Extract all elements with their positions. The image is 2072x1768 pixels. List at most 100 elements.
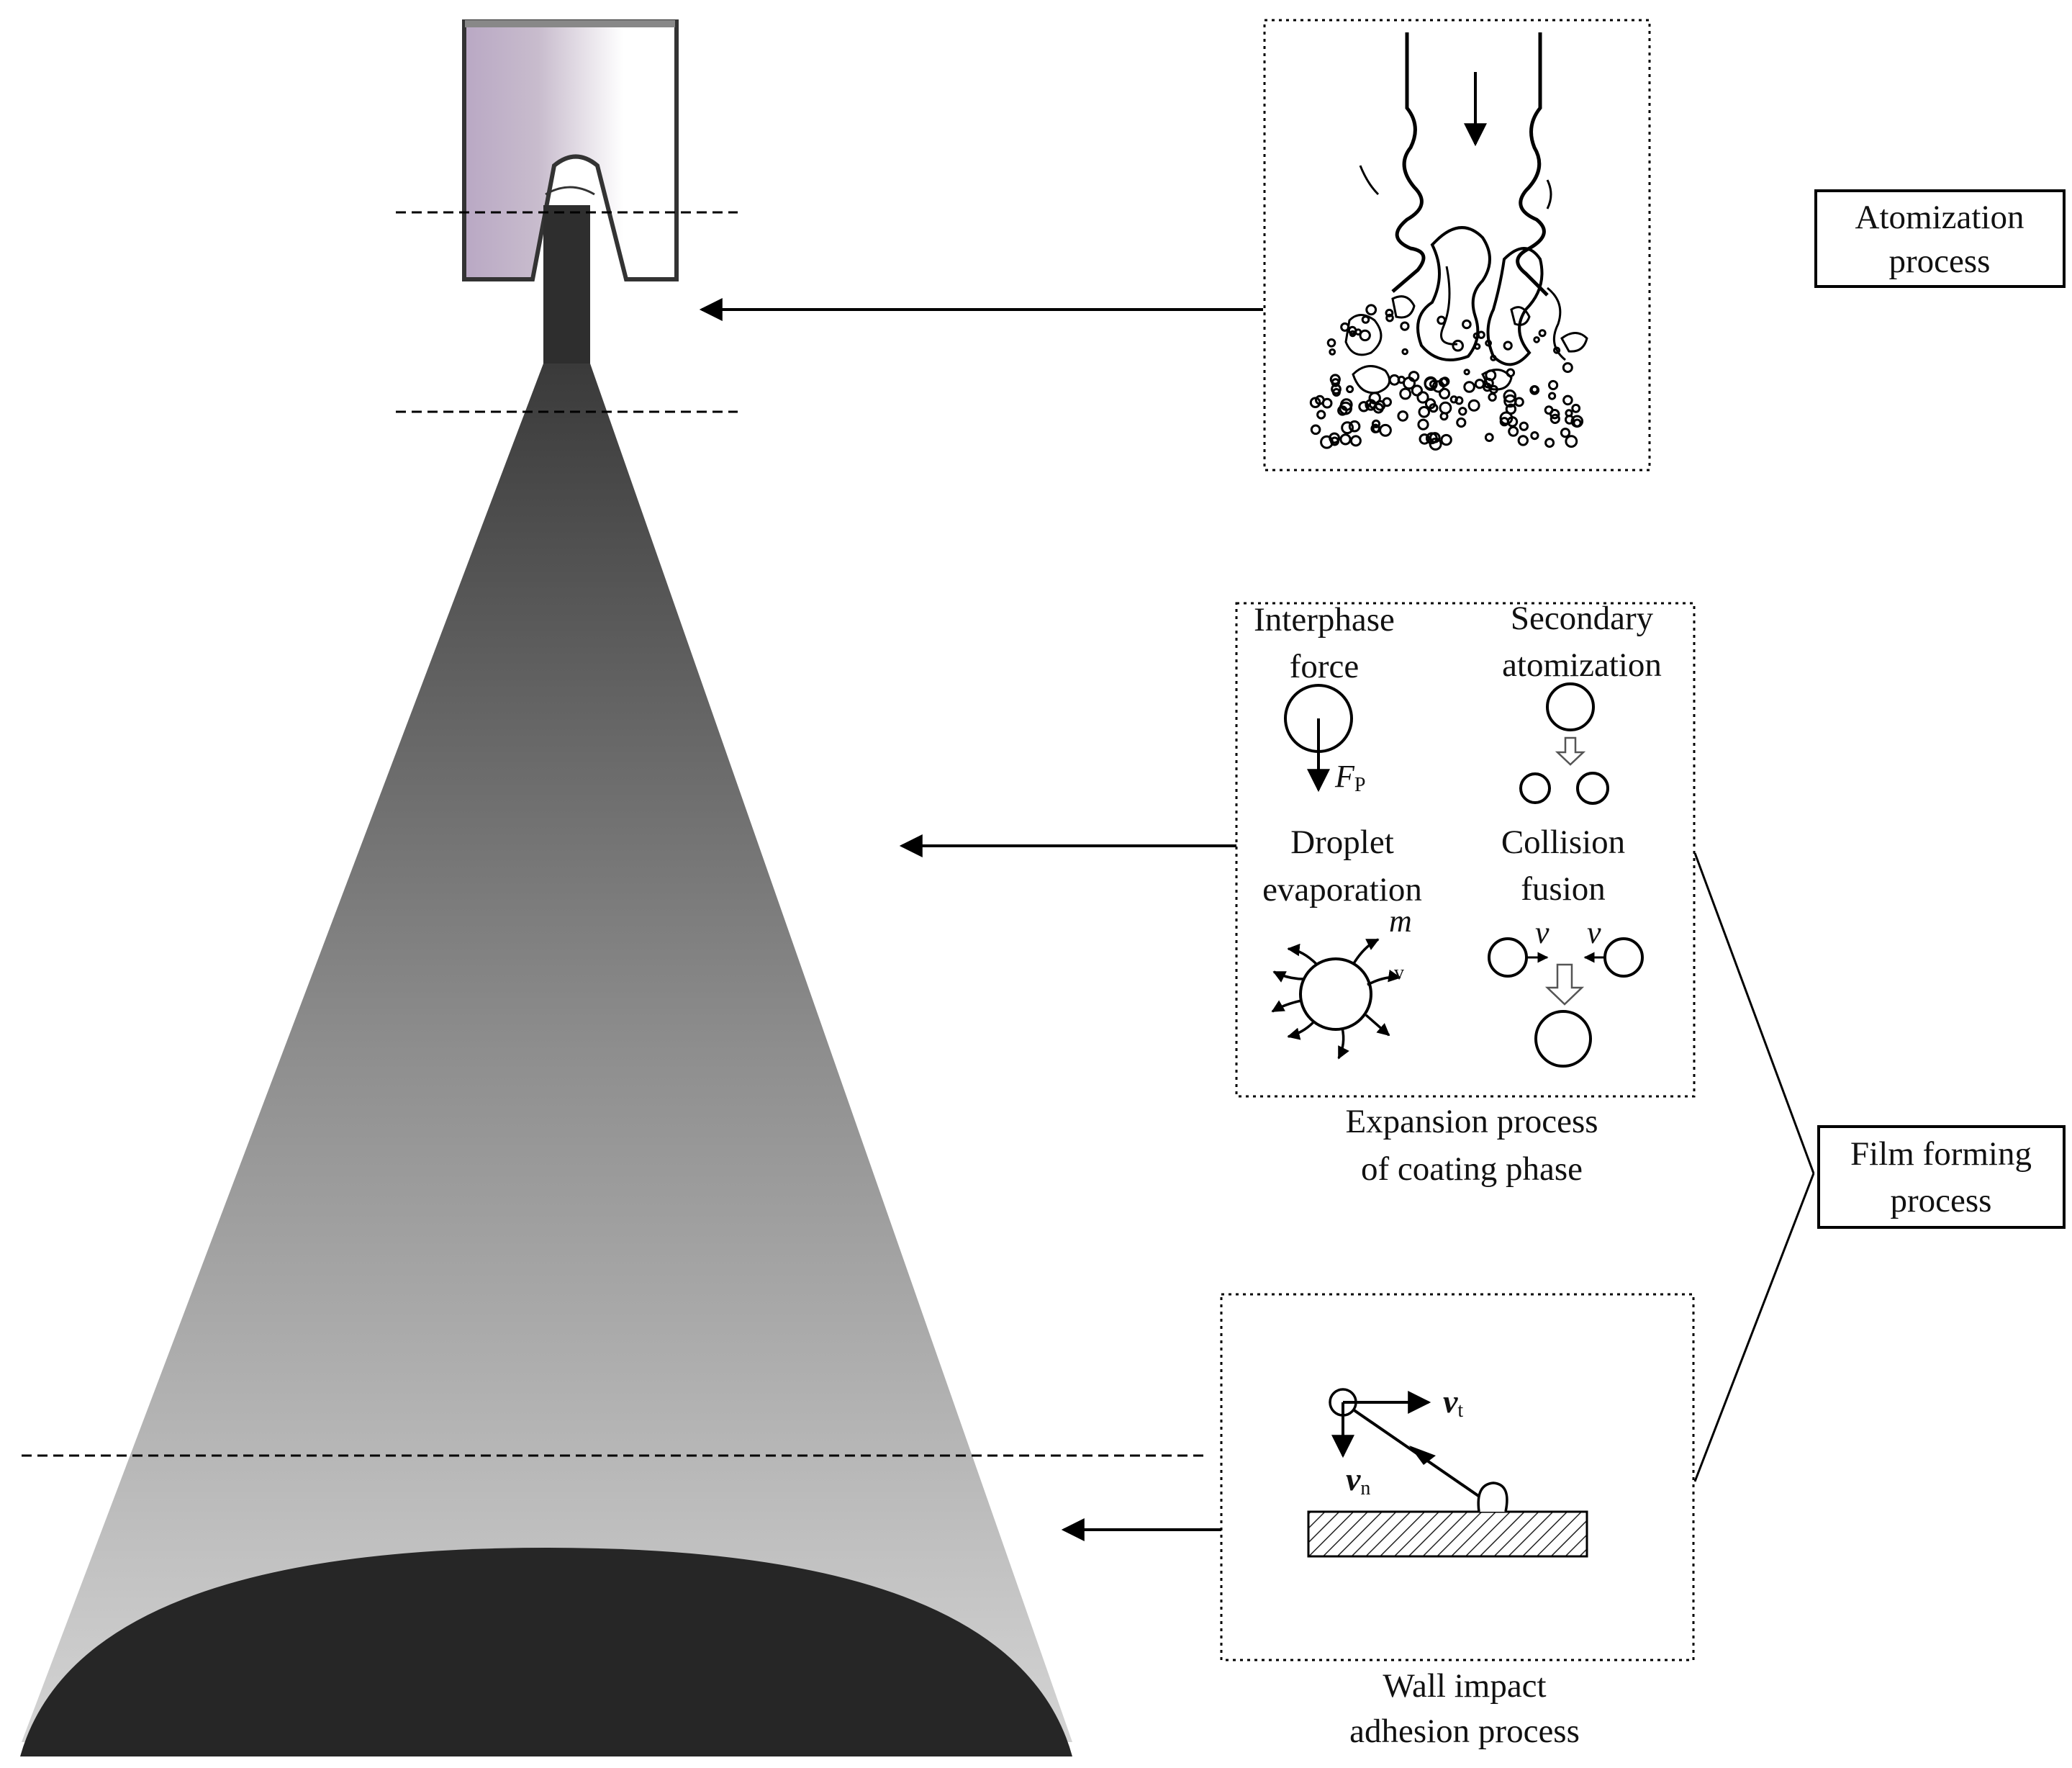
spray-droplet: [1508, 425, 1519, 437]
spray-droplet: [1400, 321, 1410, 331]
wall-impact-label-line2: adhesion process: [1349, 1713, 1580, 1750]
spray-droplet: [1484, 433, 1494, 442]
atomization-panel: [1263, 19, 1651, 472]
spray-droplet: [1330, 436, 1339, 446]
spray-droplet: [1408, 371, 1420, 382]
spray-droplet: [1321, 397, 1333, 409]
spray-droplet: [1488, 392, 1497, 402]
spray-droplet: [1538, 329, 1547, 338]
wall-impact-panel: vt vn Wall impact adhesion process: [1220, 1293, 1695, 1750]
spray-droplet: [1425, 432, 1438, 445]
spray-droplet: [1331, 388, 1341, 397]
interphase-label-line1: Interphase: [1254, 601, 1395, 639]
spray-droplet: [1331, 378, 1340, 387]
collision-velocity-left: v: [1535, 915, 1550, 950]
spray-droplet: [1490, 354, 1497, 361]
spray-droplet: [1369, 400, 1377, 409]
spray-droplet: [1397, 375, 1406, 384]
interphase-label-line2: force: [1290, 648, 1360, 685]
spray-droplet: [1449, 395, 1458, 404]
spray-droplet: [1370, 423, 1380, 433]
spray-droplet: [1550, 409, 1560, 420]
spray-cone: [22, 364, 1072, 1742]
spray-droplet: [1331, 384, 1342, 394]
spray-droplet: [1397, 410, 1408, 422]
evaporation-arrows: [1271, 938, 1401, 1060]
spray-nozzle: [462, 19, 679, 364]
secondary-label-line2: atomization: [1502, 646, 1662, 684]
mass-symbol: m: [1389, 903, 1412, 939]
spray-droplet: [1544, 438, 1555, 448]
spray-droplet: [1506, 368, 1516, 378]
spray-droplet: [1519, 421, 1529, 431]
spray-droplet: [1354, 328, 1362, 336]
spray-droplet: [1326, 338, 1336, 348]
spray-droplet: [1548, 392, 1557, 400]
spray-droplet: [1310, 424, 1321, 436]
vn-symbol: vn: [1346, 1461, 1370, 1499]
expansion-panel: Interphase force FP Secondary atomizatio…: [1235, 600, 1696, 1188]
spray-droplet: [1341, 421, 1354, 435]
force-symbol: FP: [1334, 759, 1365, 796]
spray-droplet: [1439, 401, 1452, 415]
trajectory-arrowhead: [1409, 1445, 1436, 1465]
spray-droplet: [1329, 374, 1341, 385]
spray-droplet: [1463, 381, 1475, 393]
collision-droplet-right: [1603, 937, 1644, 978]
secondary-hollow-arrow: [1555, 736, 1586, 766]
spray-droplet: [1358, 401, 1370, 412]
spray-droplet: [1365, 304, 1377, 316]
spray-droplet: [1411, 384, 1424, 397]
atomization-label-box: Atomization process: [1814, 189, 2066, 288]
spray-droplet: [1382, 397, 1392, 407]
fused-droplet: [1534, 1010, 1592, 1068]
mass-subscript: v: [1394, 962, 1404, 984]
atomization-label-line1: Atomization: [1855, 199, 2025, 236]
spray-droplet: [1517, 435, 1529, 446]
collision-droplet-left: [1488, 937, 1528, 978]
spray-droplet: [1463, 369, 1470, 376]
spray-droplet: [1562, 394, 1573, 406]
spray-droplet: [1503, 389, 1517, 403]
spray-droplet: [1548, 379, 1559, 391]
spray-droplet: [1474, 379, 1485, 389]
spray-droplet: [1385, 313, 1394, 323]
spray-droplet: [1550, 413, 1560, 425]
wall-impact-label-line1: Wall impact: [1383, 1667, 1546, 1705]
wall-substrate: [1307, 1510, 1588, 1558]
spray-droplet: [1401, 348, 1408, 356]
collision-hollow-arrow: [1544, 963, 1585, 1006]
spray-droplet: [1573, 418, 1582, 428]
collision-label-line2: fusion: [1521, 870, 1606, 908]
spray-droplet: [1485, 369, 1497, 382]
spray-droplet: [1477, 330, 1485, 339]
spray-droplet: [1458, 407, 1467, 416]
spray-droplet: [1348, 420, 1361, 433]
secondary-label-line1: Secondary: [1511, 600, 1654, 637]
spray-droplet: [1340, 322, 1350, 332]
film-forming-label-line2: process: [1891, 1182, 1992, 1219]
spray-droplet: [1340, 398, 1353, 411]
spray-droplet: [1462, 319, 1472, 330]
spray-droplet: [1349, 435, 1362, 447]
spray-droplet: [1437, 315, 1447, 325]
expansion-label-line1: Expansion process: [1345, 1103, 1598, 1140]
spray-droplet: [1499, 411, 1514, 425]
spray-droplet: [1399, 387, 1412, 400]
spray-droplet: [1417, 418, 1429, 430]
spray-droplet: [1371, 419, 1381, 428]
spray-droplet: [1385, 308, 1394, 317]
spray-droplet: [1530, 431, 1539, 441]
spray-droplet: [1379, 423, 1392, 437]
collision-velocity-right: v: [1587, 915, 1601, 950]
spray-droplet: [1439, 387, 1451, 400]
spray-droplet: [1571, 403, 1581, 413]
evaporation-label-line1: Droplet: [1290, 824, 1394, 861]
spray-droplet: [1329, 348, 1336, 356]
film-forming-label-line1: Film forming: [1850, 1135, 2032, 1173]
spray-droplet: [1565, 415, 1575, 425]
spray-droplet: [1456, 417, 1467, 428]
spray-droplet: [1529, 385, 1540, 395]
spray-droplet: [1418, 406, 1431, 418]
